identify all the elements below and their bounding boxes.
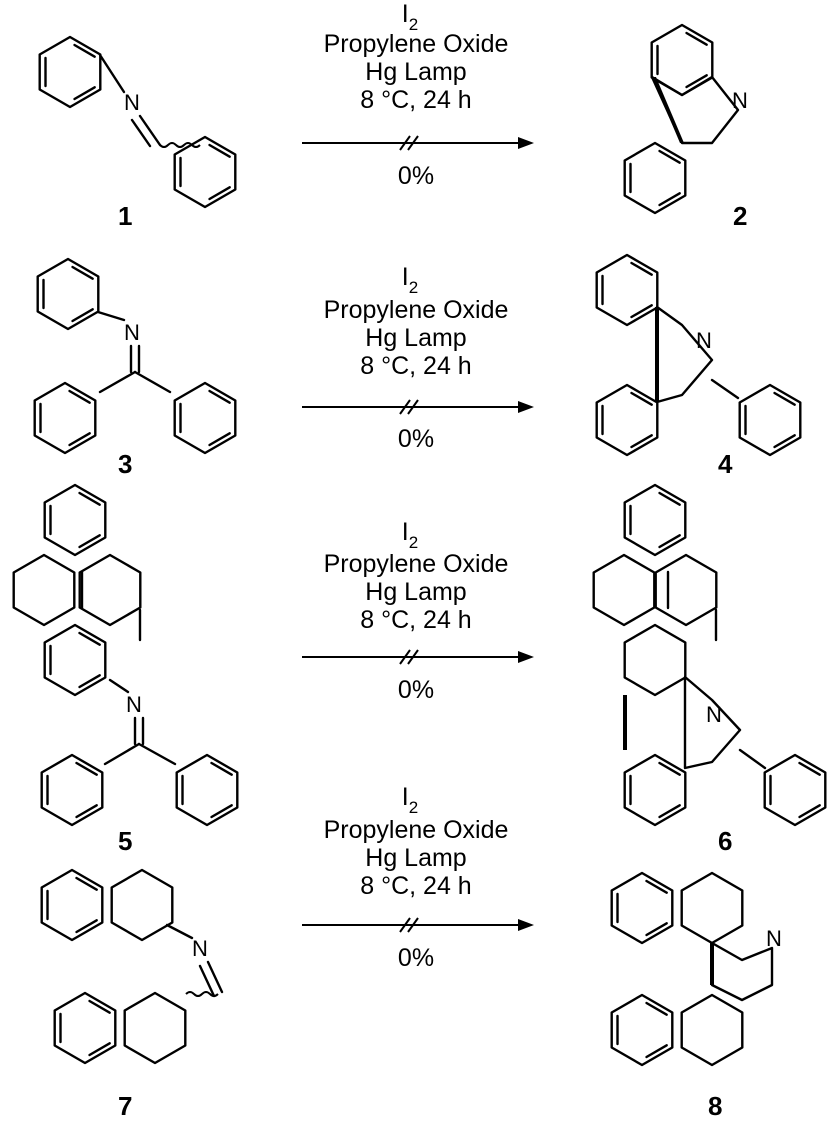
- temp-time-text: 8 °C, 24 h: [360, 872, 471, 900]
- atom-n: N: [192, 936, 208, 961]
- light-source-text: Hg Lamp: [365, 58, 466, 86]
- atom-n: N: [766, 926, 782, 951]
- atom-n: N: [126, 692, 142, 717]
- compound-6: N: [592, 483, 827, 827]
- reaction-arrow: [301, 649, 535, 665]
- reaction-arrow: [301, 399, 535, 415]
- reagent-iodine: I: [402, 263, 409, 291]
- reagent-subscript: 2: [409, 533, 418, 552]
- label-1: 1: [118, 201, 132, 231]
- label-8: 8: [708, 1091, 722, 1121]
- reagent-iodine: I: [402, 518, 409, 546]
- solvent-text: Propylene Oxide: [324, 296, 509, 324]
- light-source-text: Hg Lamp: [365, 844, 466, 872]
- solvent-text: Propylene Oxide: [324, 550, 509, 578]
- reagent-subscript: 2: [409, 278, 418, 297]
- svg-text:I2: I2: [402, 0, 418, 34]
- label-6: 6: [718, 826, 732, 856]
- temp-time-text: 8 °C, 24 h: [360, 352, 471, 380]
- compound-1: N: [38, 35, 237, 209]
- temp-time-text: 8 °C, 24 h: [360, 86, 471, 114]
- reaction-conditions-3: I2 Propylene Oxide Hg Lamp 8 °C, 24 h 0%: [301, 518, 535, 704]
- atom-n: N: [124, 90, 140, 115]
- label-4: 4: [718, 449, 733, 479]
- svg-text:I2: I2: [402, 783, 418, 817]
- label-2: 2: [733, 201, 747, 231]
- compound-4: N: [595, 253, 802, 457]
- reaction-arrow: [301, 135, 535, 151]
- yield-text: 0%: [398, 162, 434, 190]
- label-5: 5: [118, 826, 132, 856]
- compound-5: N: [12, 483, 239, 827]
- reaction-conditions-4: I2 Propylene Oxide Hg Lamp 8 °C, 24 h 0%: [301, 783, 535, 972]
- compound-3: N: [33, 257, 237, 455]
- svg-text:I2: I2: [402, 263, 418, 297]
- svg-text:I2: I2: [402, 518, 418, 552]
- compound-2: N: [623, 23, 748, 215]
- yield-text: 0%: [398, 944, 434, 972]
- atom-n: N: [124, 320, 140, 345]
- temp-time-text: 8 °C, 24 h: [360, 606, 471, 634]
- compound-7: N: [40, 868, 224, 1065]
- reagent-subscript: 2: [409, 798, 418, 817]
- solvent-text: Propylene Oxide: [324, 30, 509, 58]
- atom-n: N: [732, 88, 748, 113]
- reagent-subscript: 2: [409, 15, 418, 34]
- reaction-arrow: [301, 917, 535, 933]
- light-source-text: Hg Lamp: [365, 578, 466, 606]
- atom-n: N: [696, 328, 712, 353]
- reagent-iodine: I: [402, 0, 409, 28]
- light-source-text: Hg Lamp: [365, 324, 466, 352]
- reaction-conditions-1: I2 Propylene Oxide Hg Lamp 8 °C, 24 h 0%: [301, 0, 535, 190]
- solvent-text: Propylene Oxide: [324, 816, 509, 844]
- reaction-conditions-2: I2 Propylene Oxide Hg Lamp 8 °C, 24 h 0%: [301, 263, 535, 453]
- atom-n: N: [706, 702, 722, 727]
- reagent-iodine: I: [402, 783, 409, 811]
- yield-text: 0%: [398, 676, 434, 704]
- label-3: 3: [118, 449, 132, 479]
- yield-text: 0%: [398, 425, 434, 453]
- label-7: 7: [118, 1091, 132, 1121]
- compound-8: N: [610, 871, 782, 1067]
